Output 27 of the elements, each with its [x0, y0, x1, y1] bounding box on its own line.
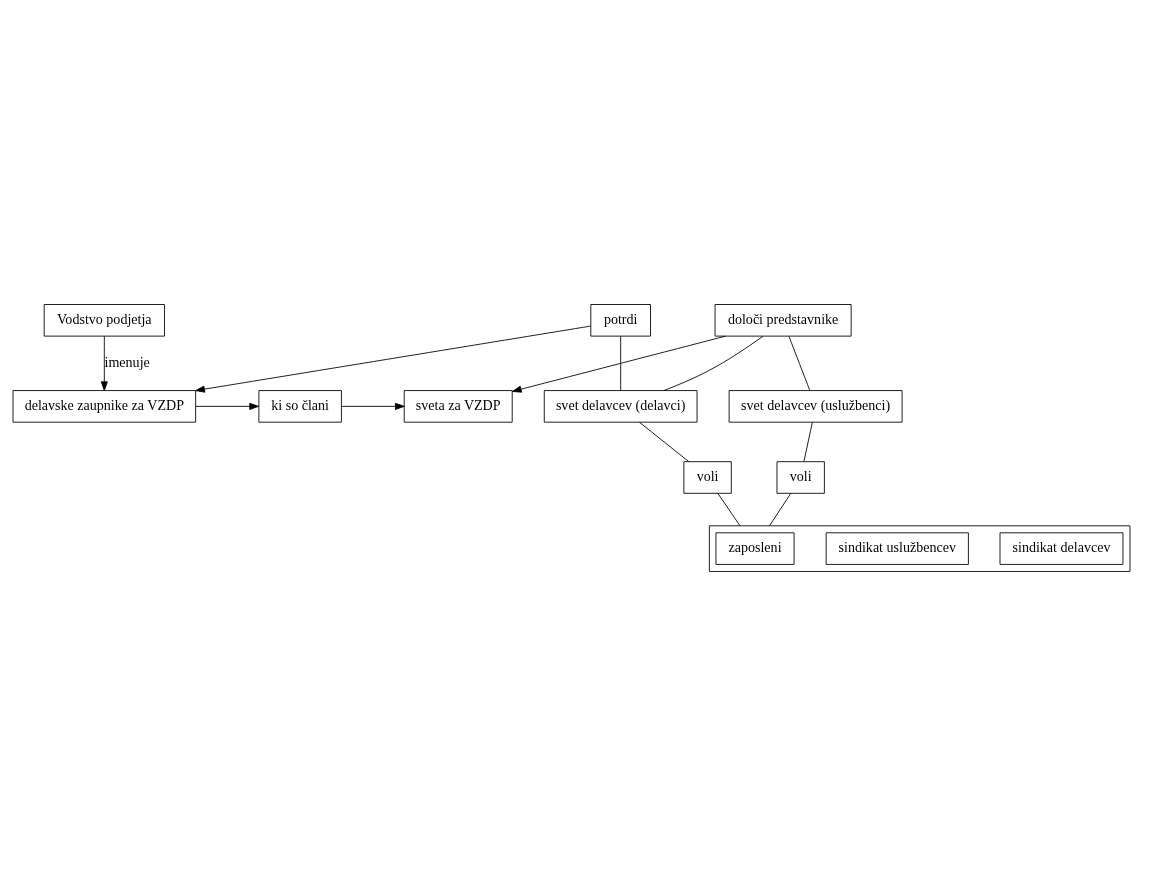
connector [639, 421, 690, 463]
node-box: svet delavcev (uslužbenci) [728, 390, 903, 423]
connector [663, 335, 764, 391]
arrow [341, 402, 405, 410]
node-box: delavske zaupnike za VZDP [12, 390, 197, 423]
arrow [100, 335, 108, 391]
arrow [195, 402, 259, 410]
node-box: potrdi [590, 304, 651, 337]
node-box: določi predstavnike [714, 304, 852, 337]
node-box: zaposleni [715, 532, 795, 565]
node-box: sindikat delavcev [999, 532, 1124, 565]
node-box: sindikat uslužbencev [825, 532, 969, 565]
node-box: svet delavcev (delavci) [543, 390, 698, 423]
cluster [708, 525, 1131, 572]
connector [769, 493, 792, 527]
node-box: Vodstvo podjetja [43, 304, 165, 337]
connector [620, 335, 622, 391]
node-box: sveta za VZDP [403, 390, 513, 423]
connector [803, 421, 813, 463]
connector [788, 335, 811, 391]
edge-label: imenuje [104, 353, 150, 370]
arrow [511, 335, 726, 393]
connector [717, 493, 741, 527]
node-box: ki so člani [258, 390, 342, 423]
arrow [195, 325, 592, 393]
node-box: voli [776, 461, 825, 494]
node-box: voli [683, 461, 732, 494]
